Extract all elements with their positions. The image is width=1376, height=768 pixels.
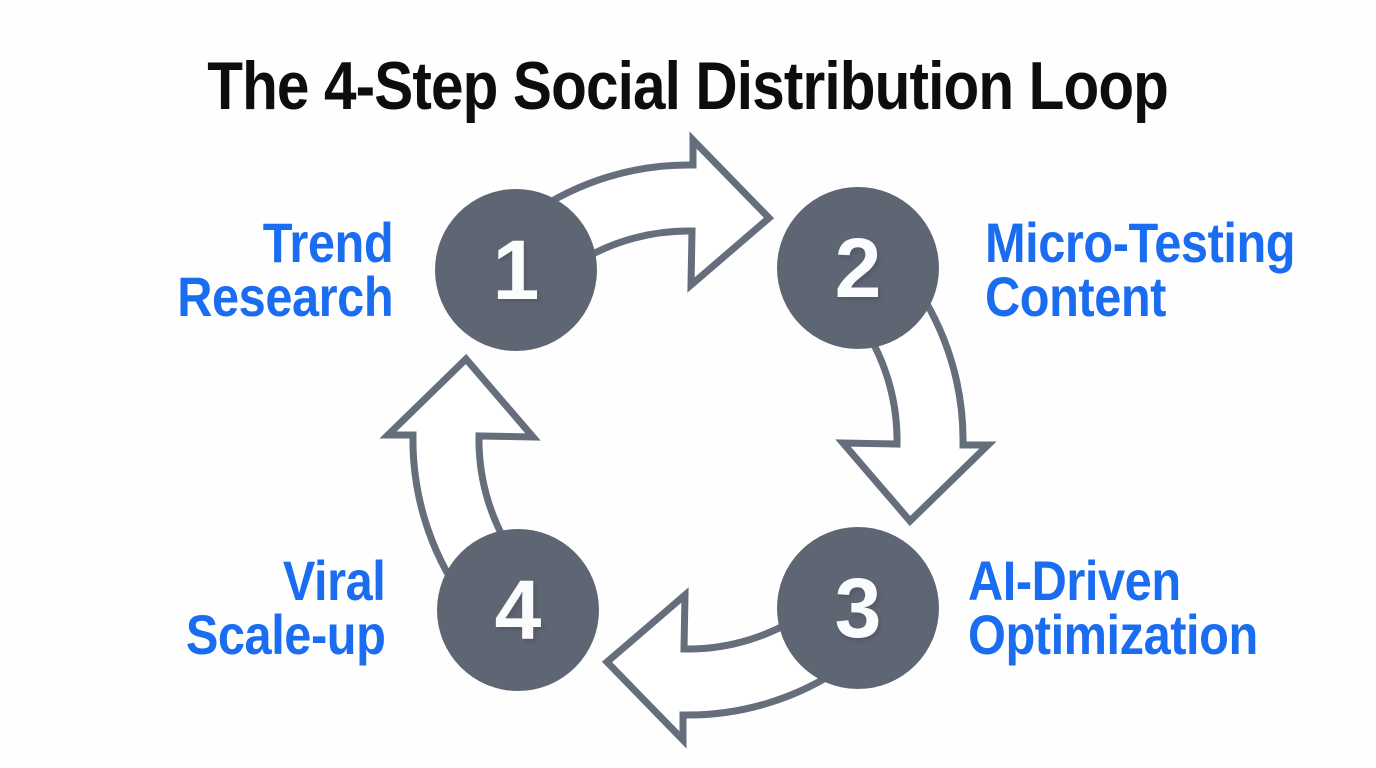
step-2-number: 2 — [834, 221, 882, 315]
step-3-number: 3 — [834, 561, 882, 655]
step-2-label-micro-testing-content: Micro-Testing Content — [985, 211, 1296, 328]
step-4-label-line-1: Viral — [282, 549, 385, 612]
step-2-label-line-2: Content — [985, 265, 1166, 328]
step-3-circle: 3 — [777, 527, 939, 689]
step-3-label-line-1: AI-Driven — [968, 549, 1181, 612]
step-4-label-viral-scale-up: Viral Scale-up — [185, 549, 385, 666]
step-2-label-line-1: Micro-Testing — [985, 211, 1296, 274]
step-1-label-line-2: Research — [177, 265, 393, 328]
step-3-label-ai-driven-optimization: AI-Driven Optimization — [968, 549, 1258, 666]
step-4-label-line-2: Scale-up — [185, 603, 385, 666]
step-4-circle: 4 — [437, 529, 599, 691]
step-1-number: 1 — [492, 223, 540, 317]
step-2-circle: 2 — [777, 187, 939, 349]
page-title: The 4-Step Social Distribution Loop — [0, 44, 1376, 128]
step-1-label-trend-research: Trend Research — [177, 211, 394, 328]
step-3-label-line-2: Optimization — [968, 603, 1258, 666]
step-1-label-line-1: Trend — [262, 211, 394, 274]
step-4-number: 4 — [494, 563, 542, 657]
page-title-text: The 4-Step Social Distribution Loop — [207, 48, 1170, 124]
step-1-circle: 1 — [435, 189, 597, 351]
